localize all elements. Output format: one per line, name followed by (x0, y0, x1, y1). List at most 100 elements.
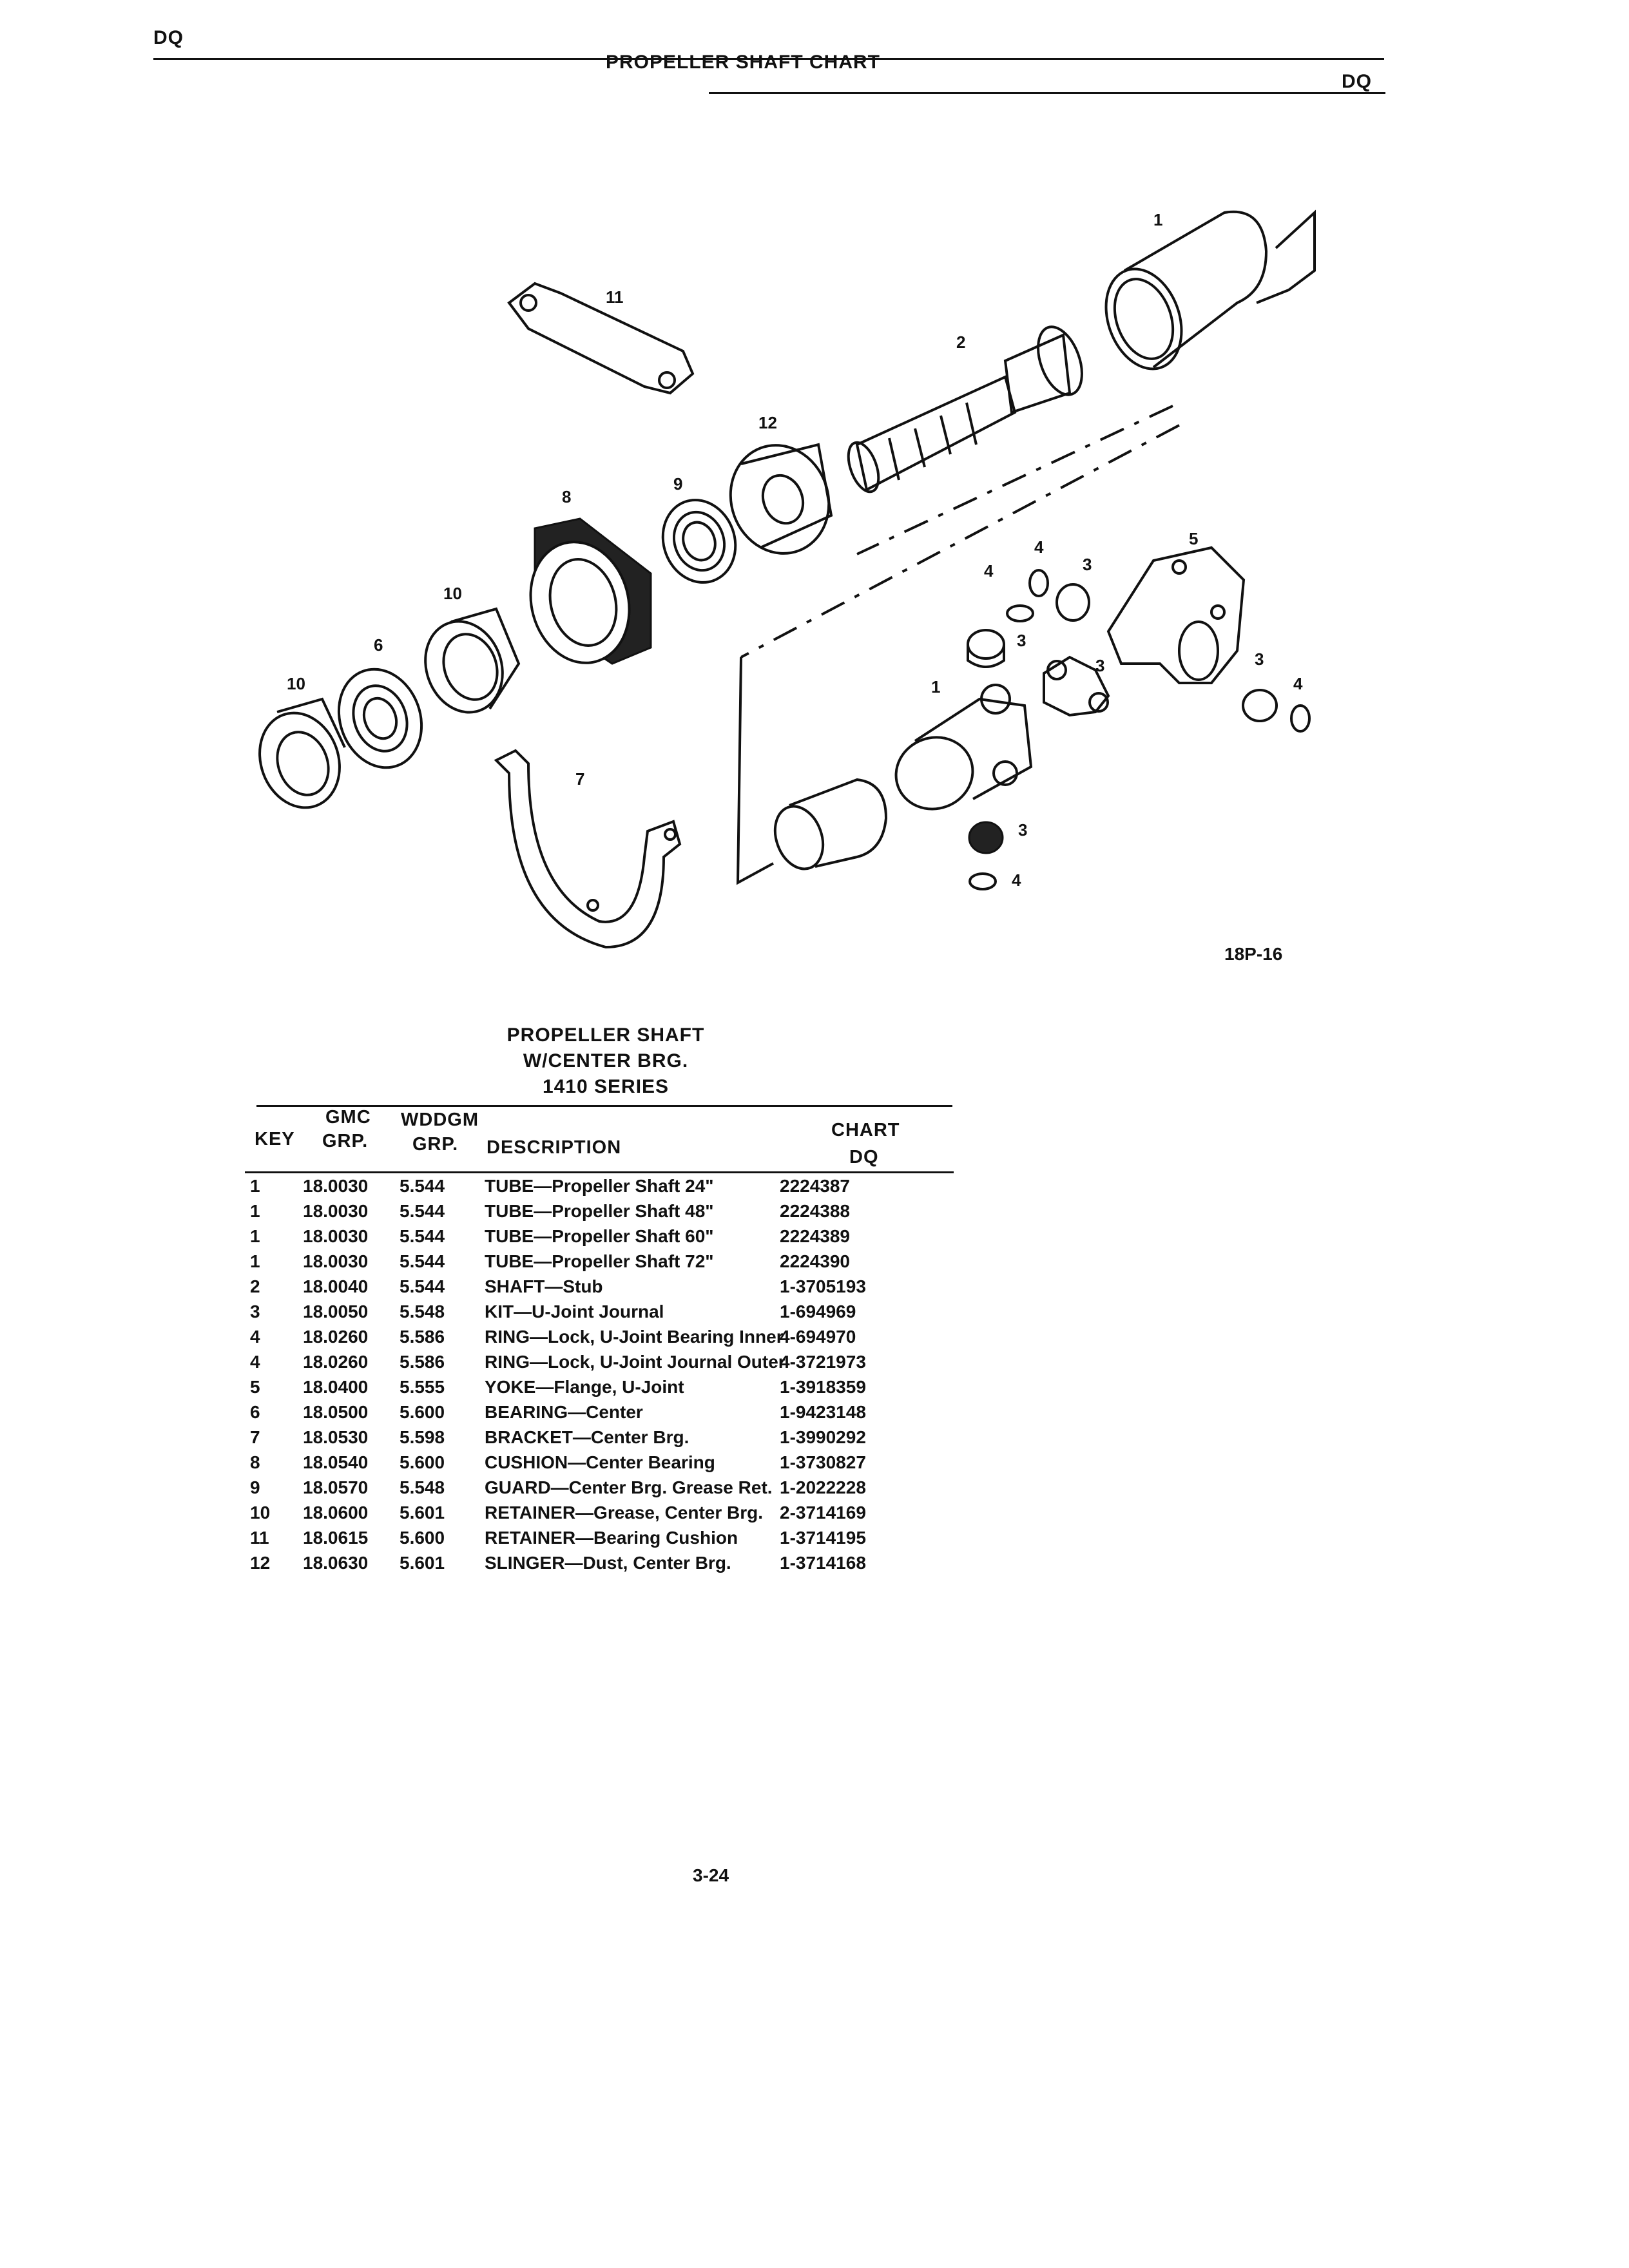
page-number: 3-24 (693, 1865, 729, 1885)
cell-description: SLINGER—Dust, Center Brg. (485, 1553, 731, 1573)
cell-gmc-grp: 18.0530 (303, 1427, 369, 1447)
cell-gmc-grp: 18.0600 (303, 1503, 369, 1523)
figure-id: 18P-16 (1224, 944, 1283, 964)
table-title-line-3: 1410 SERIES (542, 1076, 670, 1097)
cell-gmc-grp: 18.0400 (303, 1377, 369, 1397)
cell-gmc-grp: 18.0030 (303, 1201, 369, 1221)
col-header-wddgm: WDDGM (401, 1110, 479, 1130)
part-10-retainer-left (258, 697, 346, 809)
col-header-gmc-grp: GRP. (322, 1131, 369, 1151)
cell-chart-dq: 2-3714169 (780, 1503, 866, 1523)
callout-10-left: 10 (287, 674, 305, 693)
part-10-retainer-middle (424, 607, 521, 714)
cell-description: TUBE—Propeller Shaft 24" (485, 1176, 714, 1196)
cell-wddgm-grp: 5.586 (400, 1352, 445, 1372)
cell-gmc-grp: 18.0500 (303, 1402, 369, 1422)
cell-wddgm-grp: 5.544 (400, 1276, 445, 1296)
cell-gmc-grp: 18.0540 (303, 1452, 369, 1472)
cell-gmc-grp: 18.0030 (303, 1226, 369, 1246)
part-1-slip-yoke (894, 684, 1033, 811)
cell-chart-dq: 1-3918359 (780, 1377, 866, 1397)
part-5-flange-yoke (1106, 546, 1246, 684)
table-row: 1 18.0030 5.544 TUBE—Propeller Shaft 60" 222… (245, 1226, 967, 1251)
frame-line (1256, 209, 1316, 304)
cell-key: 4 (250, 1327, 260, 1347)
cell-wddgm-grp: 5.600 (400, 1402, 445, 1422)
callout-4-bottom: 4 (1012, 870, 1021, 890)
header-rule-lower (709, 92, 1385, 94)
cell-description: RETAINER—Grease, Center Brg. (485, 1503, 764, 1523)
part-7-bracket (494, 749, 682, 949)
callout-4-right: 4 (1293, 674, 1303, 693)
cell-description: TUBE—Propeller Shaft 48" (485, 1201, 714, 1221)
cell-description: TUBE—Propeller Shaft 60" (485, 1226, 714, 1246)
callout-9: 9 (673, 474, 682, 494)
cell-key: 11 (250, 1528, 269, 1548)
cell-wddgm-grp: 5.600 (400, 1528, 445, 1548)
callout-3-bottom: 3 (1018, 820, 1027, 840)
callout-11: 11 (606, 287, 624, 307)
cell-gmc-grp: 18.0050 (303, 1302, 369, 1321)
cell-chart-dq: 2224387 (780, 1176, 851, 1196)
part-9-guard (661, 499, 737, 584)
table-title-line-2: W/CENTER BRG. (523, 1050, 689, 1072)
callout-3-cross: 3 (1095, 656, 1104, 675)
cell-chart-dq: 1-3990292 (780, 1427, 866, 1447)
part-11-retainer-plate (507, 282, 695, 395)
cell-chart-dq: 1-694969 (780, 1302, 856, 1321)
page-title: PROPELLER SHAFT CHART (606, 52, 880, 73)
cell-key: 1 (250, 1226, 260, 1246)
cell-key: 4 (250, 1352, 260, 1372)
callout-7: 7 (575, 769, 584, 789)
cell-gmc-grp: 18.0260 (303, 1327, 369, 1347)
cell-chart-dq: 1-3714168 (780, 1553, 866, 1573)
cell-wddgm-grp: 5.598 (400, 1427, 445, 1447)
callout-12: 12 (758, 413, 777, 432)
callout-4-top: 4 (1034, 537, 1044, 557)
cell-key: 1 (250, 1201, 260, 1221)
callout-4-left: 4 (984, 561, 994, 581)
cell-wddgm-grp: 5.601 (400, 1553, 445, 1573)
col-header-chart: CHART (831, 1120, 900, 1140)
cell-key: 9 (250, 1477, 260, 1497)
cell-description: CUSHION—Center Bearing (485, 1452, 715, 1472)
cell-key: 1 (250, 1176, 260, 1196)
cell-wddgm-grp: 5.601 (400, 1503, 445, 1523)
callout-5: 5 (1189, 529, 1198, 548)
cell-chart-dq: 1-3705193 (780, 1276, 866, 1296)
exploded-parts-diagram: 1 2 11 12 9 8 10 6 10 7 5 4 4 3 3 3 3 4 … (258, 209, 1316, 949)
table-title-line-1: PROPELLER SHAFT (506, 1024, 705, 1046)
callout-1-yoke: 1 (931, 677, 940, 697)
cell-wddgm-grp: 5.544 (400, 1201, 445, 1221)
callout-3-right: 3 (1255, 649, 1264, 669)
cell-wddgm-grp: 5.586 (400, 1327, 445, 1347)
callout-1-top: 1 (1153, 210, 1162, 229)
frame-bracket (736, 657, 774, 885)
cell-wddgm-grp: 5.548 (400, 1477, 445, 1497)
cell-key: 6 (250, 1402, 260, 1422)
header-left-code: DQ (153, 27, 184, 48)
cell-wddgm-grp: 5.544 (400, 1226, 445, 1246)
cell-chart-dq: 1-3714195 (780, 1528, 866, 1548)
header-rule (153, 58, 1384, 60)
cell-wddgm-grp: 5.548 (400, 1302, 445, 1321)
part-6-bearing (337, 668, 423, 769)
cell-description: GUARD—Center Brg. Grease Ret. (485, 1477, 773, 1497)
cell-chart-dq: 2224389 (780, 1226, 851, 1246)
part-12-slinger (729, 443, 833, 555)
cell-description: KIT—U-Joint Journal (485, 1302, 664, 1321)
callout-3-top: 3 (1083, 555, 1092, 574)
cell-chart-dq: 1-9423148 (780, 1402, 866, 1422)
callout-2: 2 (956, 332, 965, 352)
